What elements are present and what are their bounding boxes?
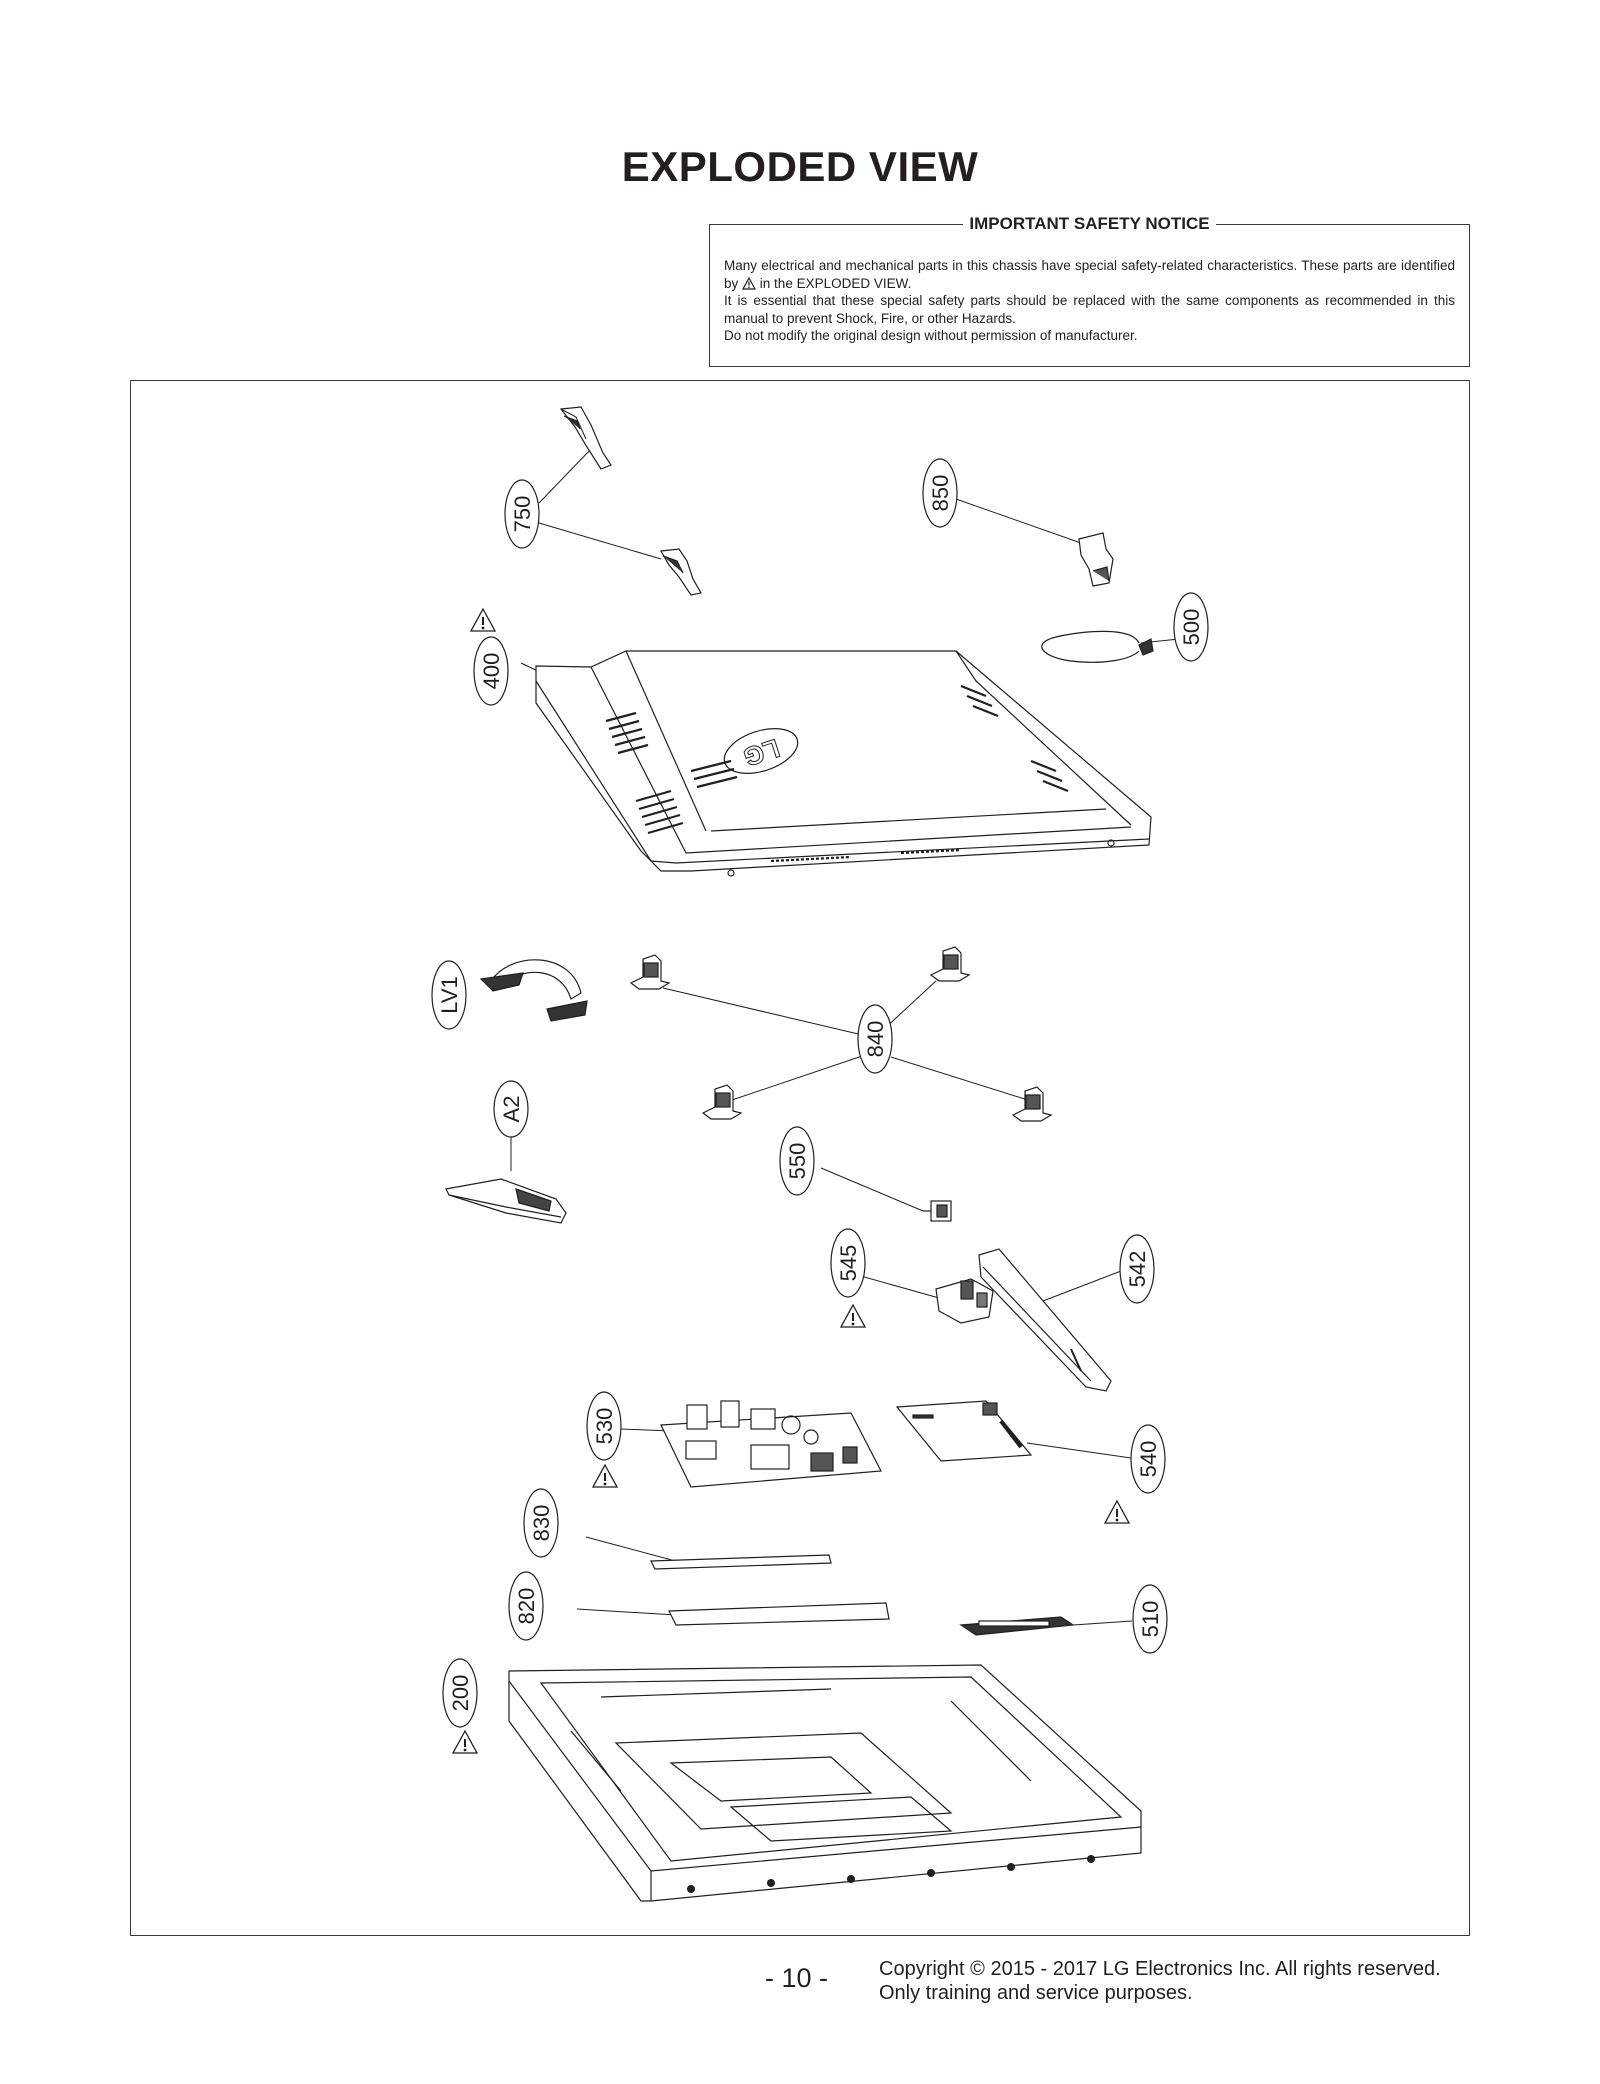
notice-line1b: in the EXPLODED VIEW. [759, 275, 912, 291]
callout-750: 750 [504, 479, 540, 549]
callout-530: 530 [586, 1391, 622, 1461]
notice-line2: It is essential that these special safet… [724, 293, 1455, 326]
part-545-board [935, 1278, 994, 1324]
usage-text: Only training and service purposes. [879, 1982, 1193, 2004]
copyright-text: Copyright © 2015 - 2017 LG Electronics I… [879, 1958, 1441, 1980]
svg-text:LV1: LV1 [437, 976, 462, 1014]
callout-820: 820 [508, 1571, 544, 1641]
safety-notice-body: Many electrical and mechanical parts in … [724, 257, 1455, 345]
svg-text:A2: A2 [499, 1096, 524, 1123]
part-750-cable [559, 406, 702, 596]
warning-triangle-icon [452, 1730, 478, 1754]
copyright-footer: Copyright © 2015 - 2017 LG Electronics I… [879, 1957, 1441, 2005]
part-200-front-cabinet [508, 1664, 1142, 1902]
callout-545: 545 [830, 1228, 866, 1298]
callouts: 750 850 500 400 LV1 840 A2 550 [431, 458, 1209, 1728]
callout-lv1: LV1 [431, 960, 467, 1030]
svg-text:545: 545 [836, 1245, 861, 1282]
page-number: - 10 - [765, 1963, 829, 1993]
callout-500: 500 [1173, 592, 1209, 662]
part-530-power-board [660, 1400, 882, 1488]
page-title: EXPLODED VIEW [621, 143, 979, 190]
notice-line1a: Many electrical and mechanical parts in … [724, 258, 1455, 291]
callout-540: 540 [1130, 1424, 1166, 1494]
part-820-strip [668, 1602, 890, 1626]
part-840-brackets [629, 946, 1053, 1122]
svg-text:550: 550 [785, 1143, 810, 1180]
safety-notice-box: IMPORTANT SAFETY NOTICE Many electrical … [709, 214, 1470, 367]
svg-text:500: 500 [1179, 609, 1204, 646]
callout-542: 542 [1119, 1234, 1155, 1304]
svg-text:750: 750 [510, 496, 535, 533]
warning-triangle-icon [1104, 1500, 1130, 1524]
callout-200: 200 [442, 1658, 478, 1728]
warning-triangle-icon [592, 1464, 618, 1488]
part-500-harness [1041, 630, 1154, 663]
notice-line3: Do not modify the original design withou… [724, 328, 1138, 343]
part-510-speaker [959, 1616, 1075, 1636]
part-550 [923, 1200, 952, 1222]
part-540-main-board [895, 1400, 1033, 1462]
warning-triangle-icon [840, 1304, 866, 1328]
exploded-view-diagram: LG [130, 380, 1470, 1936]
callout-850: 850 [922, 458, 958, 528]
svg-text:830: 830 [529, 1505, 554, 1542]
warning-triangle-icon [742, 276, 757, 290]
svg-text:850: 850 [928, 475, 953, 512]
warning-triangle-icon [470, 608, 496, 632]
callout-830: 830 [523, 1488, 559, 1558]
svg-text:200: 200 [448, 1675, 473, 1712]
callout-a2: A2 [493, 1080, 529, 1138]
part-a2-remote [445, 1178, 567, 1224]
callout-400: 400 [473, 636, 509, 706]
svg-text:840: 840 [863, 1021, 888, 1058]
svg-text:530: 530 [592, 1408, 617, 1445]
callout-510: 510 [1132, 1584, 1168, 1654]
part-542-bracket [978, 1248, 1112, 1392]
safety-notice-heading: IMPORTANT SAFETY NOTICE [963, 214, 1216, 233]
part-400-back-cover: LG [535, 650, 1152, 877]
svg-text:400: 400 [479, 653, 504, 690]
part-lv1-cable [479, 959, 588, 1022]
svg-text:510: 510 [1138, 1601, 1163, 1638]
part-850-bracket [1078, 532, 1114, 587]
callout-550: 550 [779, 1126, 815, 1196]
svg-text:820: 820 [514, 1588, 539, 1625]
callout-840: 840 [857, 1004, 893, 1074]
part-830-strip [650, 1554, 832, 1570]
svg-text:540: 540 [1136, 1441, 1161, 1478]
svg-text:542: 542 [1125, 1251, 1150, 1288]
leader-lines [510, 448, 1180, 1724]
